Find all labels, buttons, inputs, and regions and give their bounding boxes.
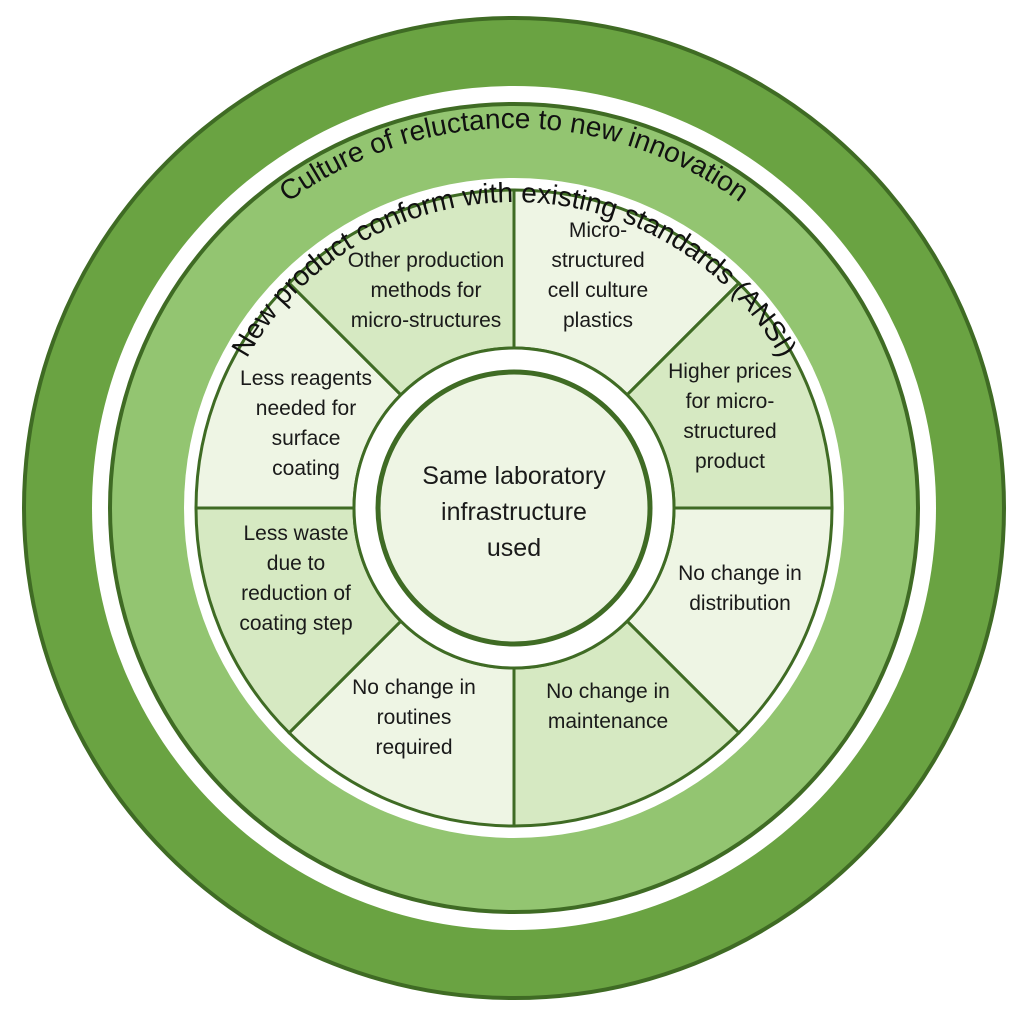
segment-label-line: cell culture — [548, 279, 648, 302]
segment-label-line: routines — [377, 706, 452, 729]
center-circle — [375, 369, 653, 647]
segment-label-1: Micro-structured cell culture plastics — [548, 219, 648, 332]
segment-label-line: plastics — [563, 309, 633, 332]
segment-label-line: structured — [683, 420, 776, 443]
segment-label-line: for micro- — [686, 390, 775, 413]
segment-label-line: needed for — [256, 397, 356, 420]
segment-label-line: distribution — [689, 592, 791, 615]
center-label-line: used — [487, 534, 541, 562]
center-label: Same laboratory infrastructure used — [422, 462, 606, 562]
segment-label-line: No change in — [678, 562, 802, 585]
segment-label-7: Less reagents needed for surface coating — [240, 367, 372, 480]
segment-label-line: Less waste — [243, 522, 348, 545]
segment-label-line: maintenance — [548, 710, 668, 733]
segment-label-line: coating step — [239, 612, 352, 635]
segment-label-line: surface — [272, 427, 341, 450]
segment-label-line: Less reagents — [240, 367, 372, 390]
segment-label-line: product — [695, 450, 765, 473]
segment-label-8: Other production methods for micro-structu… — [348, 249, 504, 332]
center-label-line: Same laboratory — [422, 462, 606, 490]
segment-label-line: No change in — [546, 680, 670, 703]
segment-label-line: micro-structures — [351, 309, 502, 332]
center-label-text: Same laboratory infrastructure used — [422, 462, 606, 562]
segment-label-2: Higher prices for micro-structured product — [668, 360, 792, 473]
segment-label-line: structured — [551, 249, 644, 272]
segment-label-line: due to — [267, 552, 325, 575]
segments-ring: Micro-structured cell culture plasticsHigh… — [194, 188, 834, 828]
segment-label-line: No change in — [352, 676, 476, 699]
segment-label-5: No change in routines required — [352, 676, 476, 759]
segment-label-line: reduction of — [241, 582, 351, 605]
segment-label-3: No change in distribution — [678, 562, 802, 615]
center-label-line: infrastructure — [441, 498, 587, 526]
segment-label-line: Other production — [348, 249, 504, 272]
segment-label-line: methods for — [371, 279, 482, 302]
segment-label-4: No change in maintenance — [546, 680, 670, 733]
segment-label-line: coating — [272, 457, 340, 480]
segment-label-line: required — [375, 736, 452, 759]
segment-label-line: Micro- — [569, 219, 627, 242]
segment-label-line: Higher prices — [668, 360, 792, 383]
segment-label-6: Less waste due to reduction of coating step — [239, 522, 352, 635]
